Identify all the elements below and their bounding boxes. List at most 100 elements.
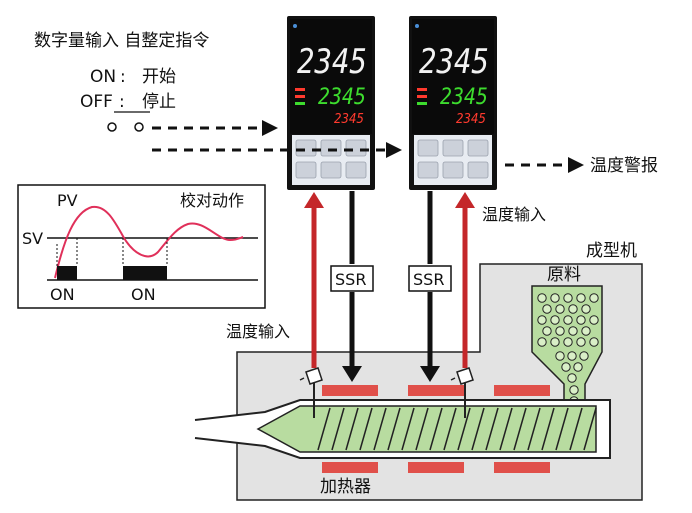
controller-left-small: 2345	[334, 112, 364, 127]
ssr-right-label: SSR	[413, 270, 444, 289]
switch-contact-left	[107, 122, 117, 132]
on-pulse-1	[57, 266, 77, 280]
heater-label: 加热器	[320, 477, 371, 497]
chart-on1-label: ON	[50, 285, 75, 304]
material-pellets	[537, 293, 599, 406]
on-action: 开始	[142, 67, 176, 87]
chart-on2-label: ON	[131, 285, 156, 304]
screw-flight	[457, 407, 471, 451]
controller-left-sv: 2345	[318, 85, 366, 110]
temp-input-left-label: 温度输入	[226, 322, 290, 341]
molding-machine: 成型机 原料 加热器	[194, 241, 643, 501]
thermocouple-right	[450, 367, 474, 418]
on-label: ON	[90, 67, 116, 87]
autotune-chart: PV 校对动作 SV ON ON	[17, 184, 266, 309]
material-pellet	[589, 337, 599, 347]
off-label: OFF	[80, 92, 113, 112]
heater-bottom-3	[494, 462, 550, 473]
material-pellet	[563, 315, 573, 325]
temp-input-right-label: 温度输入	[482, 205, 546, 224]
heater-bottom-1	[322, 462, 378, 473]
screw-flight	[415, 407, 429, 451]
screw	[256, 405, 597, 453]
temperature-controller-right: 2345 2345 2345	[409, 16, 497, 190]
controller-right-pv: 2345	[419, 42, 489, 82]
ssr-left-label: SSR	[335, 270, 366, 289]
on-colon: :	[120, 67, 126, 87]
temp-alarm-label: 温度警报	[590, 156, 658, 176]
switch-contact-right	[134, 122, 144, 132]
material-pellet	[563, 337, 573, 347]
material-pellet	[576, 337, 586, 347]
material-pellet	[568, 326, 578, 336]
screw-flight	[387, 407, 401, 451]
material-pellet	[576, 293, 586, 303]
material-pellet	[576, 315, 586, 325]
controller-left-pv: 2345	[297, 42, 367, 82]
digital-input-lines	[152, 120, 584, 173]
molding-machine-label: 成型机	[586, 241, 637, 261]
screw-flight	[527, 407, 541, 451]
screw-flight	[499, 407, 513, 451]
pv-curve	[54, 205, 244, 279]
screw-flight	[317, 407, 331, 451]
chart-pv-label: PV	[57, 191, 78, 210]
screw-flight	[359, 407, 373, 451]
material-pellet	[550, 293, 560, 303]
digital-input-title: 数字量输入 自整定指令	[34, 31, 209, 51]
temp-input-left-line	[304, 192, 324, 368]
heater-top-3	[494, 385, 550, 396]
material-pellet	[581, 326, 591, 336]
temperature-controller-left: 2345 2345 2345	[287, 16, 375, 190]
material-pellet	[555, 326, 565, 336]
ssr-right: SSR	[408, 191, 452, 382]
heaters	[322, 385, 550, 473]
screw-flight	[443, 407, 457, 451]
material-pellet	[567, 351, 577, 361]
material-pellet	[537, 337, 547, 347]
screw-flight	[429, 407, 443, 451]
screw-flight	[345, 407, 359, 451]
material-pellet	[563, 293, 573, 303]
screw-flight	[555, 407, 569, 451]
material-pellet	[550, 337, 560, 347]
material-pellet	[573, 362, 583, 372]
screw-flight	[569, 407, 583, 451]
heater-bottom-2	[408, 462, 464, 473]
off-colon: :	[119, 92, 125, 112]
ssr-left: SSR	[330, 191, 374, 382]
chart-sv-label: SV	[22, 229, 43, 248]
screw-flight	[583, 407, 597, 451]
raw-material-label: 原料	[547, 265, 581, 285]
controller-right-small: 2345	[456, 112, 486, 127]
screw-flight	[485, 407, 499, 451]
heater-top-2	[408, 385, 464, 396]
heater-top-1	[322, 385, 378, 396]
screw-flight	[513, 407, 527, 451]
screw-flight	[541, 407, 555, 451]
material-pellet	[581, 304, 591, 314]
material-pellet	[555, 304, 565, 314]
on-pulse-2	[123, 266, 167, 280]
thermocouple-left	[299, 367, 323, 418]
screw-flight	[471, 407, 485, 451]
material-pellet	[568, 304, 578, 314]
material-pellet	[537, 315, 547, 325]
off-action: 停止	[142, 92, 176, 112]
material-pellet	[550, 315, 560, 325]
material-pellet	[542, 326, 552, 336]
material-pellet	[555, 351, 565, 361]
material-pellet	[567, 373, 577, 383]
controller-right-sv: 2345	[440, 85, 488, 110]
controller-left-keys	[295, 139, 367, 179]
material-pellet	[589, 293, 599, 303]
temp-input-right-line	[455, 192, 475, 368]
screw-flight	[331, 407, 345, 451]
material-pellet	[537, 293, 547, 303]
controller-right-keys	[417, 139, 489, 179]
chart-title: 校对动作	[180, 191, 244, 210]
material-pellet	[579, 351, 589, 361]
screw-flights	[317, 407, 597, 451]
